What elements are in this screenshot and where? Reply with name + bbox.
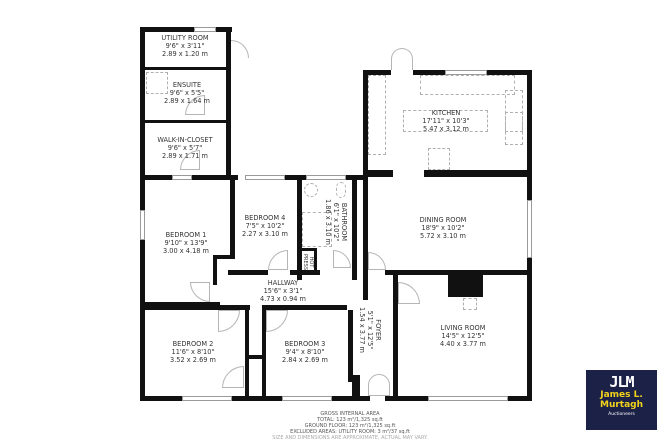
wall [424, 170, 532, 177]
room-label-kitchen: KITCHEN 17'11" x 10'3" 5.47 x 3.12 m [422, 109, 470, 133]
wall [448, 275, 483, 297]
wall [140, 120, 231, 123]
logo-name-line2: Murtagh [599, 400, 644, 410]
door [391, 48, 413, 70]
area-total: TOTAL: 123 m²/1,325 sq.ft [317, 417, 383, 423]
wall [302, 248, 316, 251]
toilet-icon [336, 182, 346, 198]
wall [297, 175, 302, 280]
wall [363, 70, 368, 300]
room-label-foyer: FOYER 5'1" x 12'5" 1.54 x 3.77 m [358, 307, 382, 353]
door [266, 310, 288, 332]
wall [228, 270, 268, 275]
wall [245, 310, 249, 398]
bath-icon [302, 212, 332, 247]
wall [385, 270, 532, 275]
wall [352, 175, 357, 280]
window [194, 27, 216, 32]
wall [393, 396, 428, 401]
door [268, 250, 288, 270]
room-label-bedroom-3: BEDROOM 3 9'4" x 8'10" 2.84 x 2.69 m [282, 340, 328, 364]
door [231, 40, 249, 58]
wall [213, 255, 217, 285]
wall [262, 310, 266, 398]
wall [290, 270, 320, 275]
wall [140, 27, 232, 32]
disclaimer: SIZE AND DIMENSIONS ARE APPROXIMATE, ACT… [272, 435, 428, 441]
agency-logo: JLM James L. Murtagh Auctioneers [586, 370, 657, 430]
window [306, 175, 346, 180]
door [368, 252, 386, 270]
door [398, 282, 420, 304]
room-label-bedroom-4: BEDROOM 4 7'5" x 10'2" 2.27 x 3.10 m [242, 214, 288, 238]
logo-name-line1: James L. [600, 390, 643, 400]
wall [232, 396, 282, 401]
wall [226, 27, 231, 177]
wall [393, 270, 398, 400]
window [428, 396, 508, 401]
room-label-bedroom-2: BEDROOM 2 11'6" x 8'10" 3.52 x 2.69 m [170, 340, 216, 364]
logo-tagline: Auctioneers [608, 412, 635, 417]
window [282, 396, 332, 401]
room-label-walk-in-closet: WALK-IN-CLOSET 9'6" x 5'7" 2.89 x 1.71 m [157, 136, 213, 160]
room-label-dining-room: DINING ROOM 18'9" x 10'2" 5.72 x 3.10 m [419, 216, 467, 240]
wall [140, 396, 182, 401]
room-label-hallway: HALLWAY 15'6" x 3'1" 4.73 x 0.94 m [260, 279, 306, 303]
room-label-utility-room: UTILITY ROOM 9'6" x 3'11" 2.89 x 1.20 m [161, 34, 209, 58]
wall [262, 305, 347, 310]
room-label-bedroom-1: BEDROOM 1 9'10" x 13'9" 3.00 x 4.18 m [163, 231, 209, 255]
wall [213, 255, 235, 259]
window [140, 210, 145, 240]
area-title: GROSS INTERNAL AREA [320, 411, 380, 417]
wall [332, 396, 362, 401]
wall [487, 70, 532, 75]
wall [314, 248, 317, 274]
wall [140, 302, 220, 307]
hearth [463, 298, 477, 310]
kitchen-counter [428, 148, 450, 170]
area-ground-floor: GROUND FLOOR: 123 m²/1,325 sq.ft [304, 423, 396, 429]
shower-icon [146, 72, 168, 94]
hob-icon [505, 112, 523, 132]
wall [140, 305, 145, 400]
window [527, 200, 532, 258]
window [172, 175, 192, 180]
door [190, 282, 210, 302]
wall [140, 305, 250, 310]
logo-monogram: JLM [609, 373, 634, 391]
door [222, 366, 244, 388]
kitchen-counter [420, 75, 515, 95]
door [333, 250, 351, 268]
wall [362, 396, 370, 401]
wall [385, 396, 395, 401]
door [218, 310, 240, 332]
window [182, 396, 232, 401]
wall [230, 175, 235, 257]
wall [363, 170, 393, 177]
kitchen-counter [368, 75, 386, 155]
room-label-hot-press: HOT PRESS [302, 254, 314, 270]
window [445, 70, 487, 75]
wall [363, 70, 391, 75]
room-label-ensuite: ENSUITE 9'6" x 5'5" 2.89 x 1.64 m [164, 81, 210, 105]
wall [413, 70, 445, 75]
sink-icon [304, 183, 318, 197]
area-summary: GROSS INTERNAL AREA TOTAL: 123 m²/1,325 … [230, 411, 470, 441]
wall [527, 270, 532, 401]
room-label-bathroom: BATHROOM 6'1" x 10'2" 1.86 x 3.10 m [324, 199, 348, 245]
window [245, 175, 285, 180]
wall [140, 175, 145, 305]
wall [508, 396, 532, 401]
wall [140, 67, 231, 70]
wall [245, 355, 266, 359]
wall [140, 27, 145, 177]
room-label-living-room: LIVING ROOM 14'5" x 12'5" 4.40 x 3.77 m [440, 324, 486, 348]
door [368, 374, 390, 396]
wall [352, 375, 360, 397]
area-excluded: EXCLUDED AREAS: UTILITY ROOM: 3 m²/37 sq… [290, 429, 410, 435]
wall [348, 310, 353, 382]
kitchen-island [403, 110, 488, 132]
